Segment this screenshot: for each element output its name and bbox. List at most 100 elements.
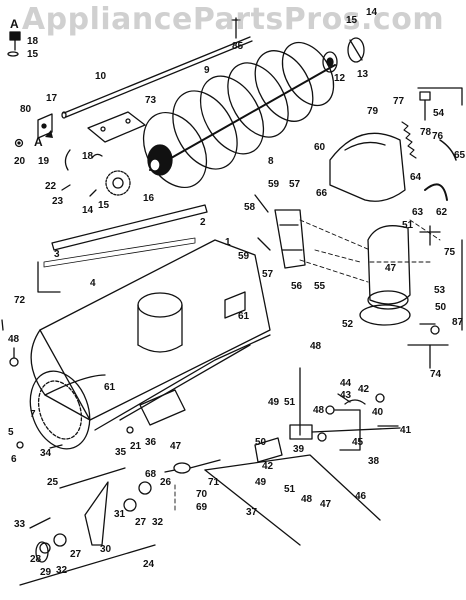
- callout-56: 56: [291, 281, 303, 292]
- fasteners-icon: [9, 323, 440, 449]
- callout-22: 22: [45, 181, 57, 192]
- callout-70: 70: [196, 489, 208, 500]
- leader-lines: [174, 219, 441, 511]
- callout-64: 64: [410, 172, 422, 183]
- callout-17: 17: [46, 93, 58, 104]
- housing-icon: [29, 239, 271, 450]
- callout-47a: 47: [385, 263, 397, 274]
- callout-35: 35: [115, 447, 127, 458]
- callout-51a: 51: [402, 220, 414, 231]
- callout-1: 1: [225, 237, 231, 248]
- callout-37: 37: [246, 507, 258, 518]
- callout-42b: 42: [262, 461, 274, 472]
- bearing-12-icon: [322, 37, 365, 73]
- callout-71: 71: [208, 477, 220, 488]
- callout-19: 19: [38, 156, 50, 167]
- callout-47c: 47: [320, 499, 332, 510]
- lever-assembly-icon: [19, 467, 156, 586]
- callout-13: 13: [357, 69, 369, 80]
- bracket-56-icon: [254, 194, 306, 269]
- callout-48d: 48: [301, 494, 313, 505]
- callout-62: 62: [436, 207, 448, 218]
- callout-26: 26: [160, 477, 172, 488]
- callout-16: 16: [143, 193, 155, 204]
- callout-77: 77: [393, 96, 405, 107]
- callout-73: 73: [145, 95, 157, 106]
- callout-15: 15: [27, 49, 39, 60]
- callout-80: 80: [20, 104, 32, 115]
- callout-57a: 57: [289, 179, 301, 190]
- callout-45: 45: [352, 437, 364, 448]
- callout-14b: 14: [82, 205, 94, 216]
- callout-43: 43: [340, 390, 352, 401]
- callout-52: 52: [342, 319, 354, 330]
- callout-53: 53: [434, 285, 446, 296]
- crank-assembly-icon: [204, 367, 401, 546]
- callout-28: 28: [30, 554, 42, 565]
- callout-48a: 48: [8, 334, 20, 345]
- callout-72: 72: [14, 295, 26, 306]
- callout-27a: 27: [135, 517, 147, 528]
- callout-32b: 32: [56, 565, 68, 576]
- callout-68: 68: [145, 469, 157, 480]
- callout-66: 66: [316, 188, 328, 199]
- callout-59b: 59: [238, 251, 250, 262]
- callout-58: 58: [244, 202, 256, 213]
- callout-48c: 48: [313, 405, 325, 416]
- callout-14: 14: [366, 7, 378, 18]
- auger-icon: [142, 41, 336, 189]
- callout-48b: 48: [310, 341, 322, 352]
- callout-18: 18: [27, 36, 39, 47]
- callout-3: 3: [54, 249, 60, 260]
- callout-51b: 51: [284, 397, 296, 408]
- callout-50: 50: [435, 302, 447, 313]
- callout-15c: 15: [98, 200, 110, 211]
- group-bracket-74-icon: [1, 87, 463, 369]
- section-a-mid: A: [34, 135, 43, 149]
- drive-shaft-icon: [61, 17, 253, 119]
- callout-10: 10: [95, 71, 107, 82]
- callout-61b: 61: [104, 382, 116, 393]
- callout-21: 21: [130, 441, 142, 452]
- callout-33: 33: [14, 519, 26, 530]
- callout-74: 74: [430, 369, 442, 380]
- callout-76: 76: [432, 131, 444, 142]
- callout-69: 69: [196, 502, 208, 513]
- callout-50b: 50: [255, 437, 267, 448]
- callout-6: 6: [11, 454, 17, 465]
- callout-29: 29: [40, 567, 52, 578]
- callout-7: 7: [30, 409, 36, 420]
- callout-39: 39: [293, 444, 305, 455]
- section-a-top: A: [10, 17, 19, 31]
- sprocket-icon: [61, 149, 131, 197]
- callout-38: 38: [368, 456, 380, 467]
- callout-51c: 51: [284, 484, 296, 495]
- callout-24: 24: [143, 559, 155, 570]
- callout-44: 44: [340, 378, 352, 389]
- callout-78: 78: [420, 127, 432, 138]
- callout-49b: 49: [255, 477, 267, 488]
- bolt-18-icon: [7, 31, 21, 57]
- spring-78-icon: [401, 91, 431, 159]
- callout-49a: 49: [268, 397, 280, 408]
- callout-8: 8: [268, 156, 274, 167]
- callout-25: 25: [47, 477, 59, 488]
- callout-63: 63: [412, 207, 424, 218]
- callout-87: 87: [452, 317, 464, 328]
- callout-54: 54: [433, 108, 445, 119]
- bracket-17-icon: [14, 113, 53, 148]
- section-a-marker-icon: [45, 130, 53, 138]
- callout-61a: 61: [238, 311, 250, 322]
- callout-40: 40: [372, 407, 384, 418]
- callout-36: 36: [145, 437, 157, 448]
- callout-18b: 18: [82, 151, 94, 162]
- callout-4: 4: [90, 278, 96, 289]
- callout-15b: 15: [346, 15, 358, 26]
- callout-31: 31: [114, 509, 126, 520]
- deflector-64-icon: [419, 139, 457, 246]
- callout-23: 23: [52, 196, 64, 207]
- callout-9: 9: [204, 65, 210, 76]
- callout-30: 30: [100, 544, 112, 555]
- callout-12: 12: [334, 73, 346, 84]
